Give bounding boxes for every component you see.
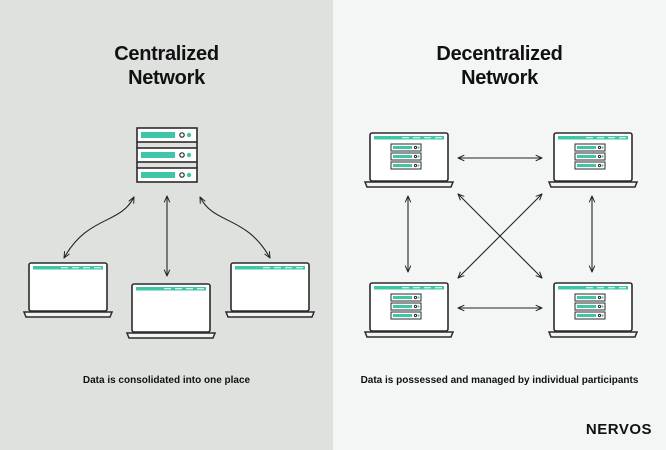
centralized-caption: Data is consolidated into one place xyxy=(82,375,251,386)
laptop-icon xyxy=(126,283,216,339)
arrow-diagonal-up xyxy=(458,194,542,278)
decentralized-caption: Data is possessed and managed by individ… xyxy=(360,375,639,386)
decentralized-title-line1: Decentralized xyxy=(436,43,563,65)
centralized-title-line2: Network xyxy=(128,67,205,89)
laptop-icon xyxy=(23,262,113,318)
nervos-logo: NERVOS xyxy=(585,421,652,438)
centralized-title: Centralized Network xyxy=(0,42,333,90)
laptop-icon xyxy=(225,262,315,318)
laptop-icon xyxy=(364,282,454,338)
laptop-icon xyxy=(548,282,638,338)
laptop-icon xyxy=(364,132,454,188)
centralized-title-line1: Centralized xyxy=(114,43,219,65)
arrow-server-to-right-client xyxy=(200,197,270,258)
arrow-server-to-left-client xyxy=(64,197,134,258)
server-rack-icon xyxy=(136,127,198,183)
decentralized-title-line2: Network xyxy=(461,67,538,89)
laptop-icon xyxy=(548,132,638,188)
decentralized-title: Decentralized Network xyxy=(333,42,666,90)
